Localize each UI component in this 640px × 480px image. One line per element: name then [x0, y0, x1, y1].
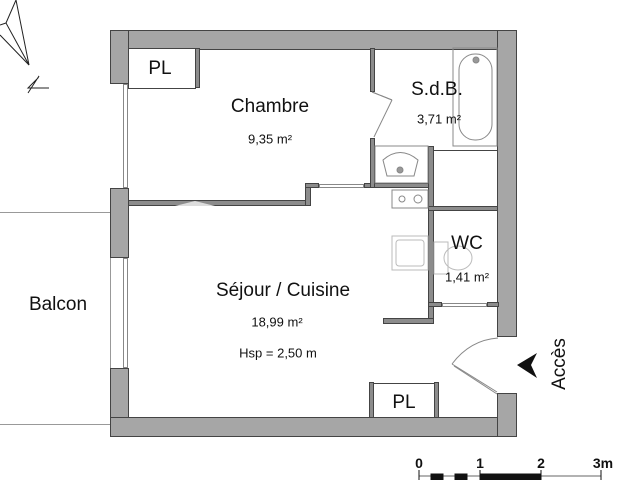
room-chambre-area: 9,35 m² [247, 131, 293, 147]
door-bathroom [371, 91, 393, 138]
scale-tick-2: 2 [537, 455, 545, 471]
door-chambre-sliding[interactable] [319, 184, 364, 188]
balcony-area [0, 212, 111, 425]
wall-wc-bottom-left [428, 302, 442, 307]
wall-sdb-left-upper [370, 48, 375, 92]
bathtub-icon [452, 47, 498, 147]
window-sejour[interactable] [123, 258, 128, 368]
entrance-arrow-icon [517, 353, 537, 378]
room-sejour-area: 18,99 m² [251, 314, 303, 330]
toilet-icon [433, 241, 473, 275]
room-sdb-name: S.d.B. [411, 79, 463, 100]
kitchen-sink-icon [391, 235, 429, 271]
door-wc-sliding[interactable] [442, 303, 487, 307]
wall-right-lower [497, 393, 517, 437]
closet-chambre [128, 48, 196, 89]
door-entrance [451, 337, 499, 395]
closet-sejour [373, 383, 435, 418]
sink-icon [374, 145, 429, 184]
closet-sejour-label: PL [392, 392, 416, 413]
room-sejour-name: Séjour / Cuisine [215, 280, 351, 301]
wall-jog-top [305, 183, 319, 188]
door-chambre-swing [175, 201, 215, 206]
room-balcon-name: Balcon [28, 294, 88, 315]
entrance-label: Accès [549, 338, 570, 390]
cooktop-icon [391, 189, 429, 209]
scale-tick-0: 0 [415, 455, 423, 471]
shaft-box [433, 150, 498, 207]
closet-chambre-label: PL [148, 58, 172, 79]
room-wc-name: WC [451, 233, 483, 254]
room-sejour-height: Hsp = 2,50 m [239, 345, 317, 361]
room-sdb-area: 3,71 m² [416, 111, 462, 127]
wall-kitchen-counter [383, 318, 434, 324]
scale-tick-1: 1 [476, 455, 484, 471]
wall-wc-bottom-right [487, 302, 499, 307]
scale-bar [418, 470, 602, 480]
room-wc-area: 1,41 m² [444, 269, 490, 285]
room-chambre-name: Chambre [230, 96, 310, 117]
scale-tick-3: 3m [592, 455, 614, 471]
wall-left-mid [110, 188, 129, 258]
window-chambre[interactable] [123, 84, 128, 188]
